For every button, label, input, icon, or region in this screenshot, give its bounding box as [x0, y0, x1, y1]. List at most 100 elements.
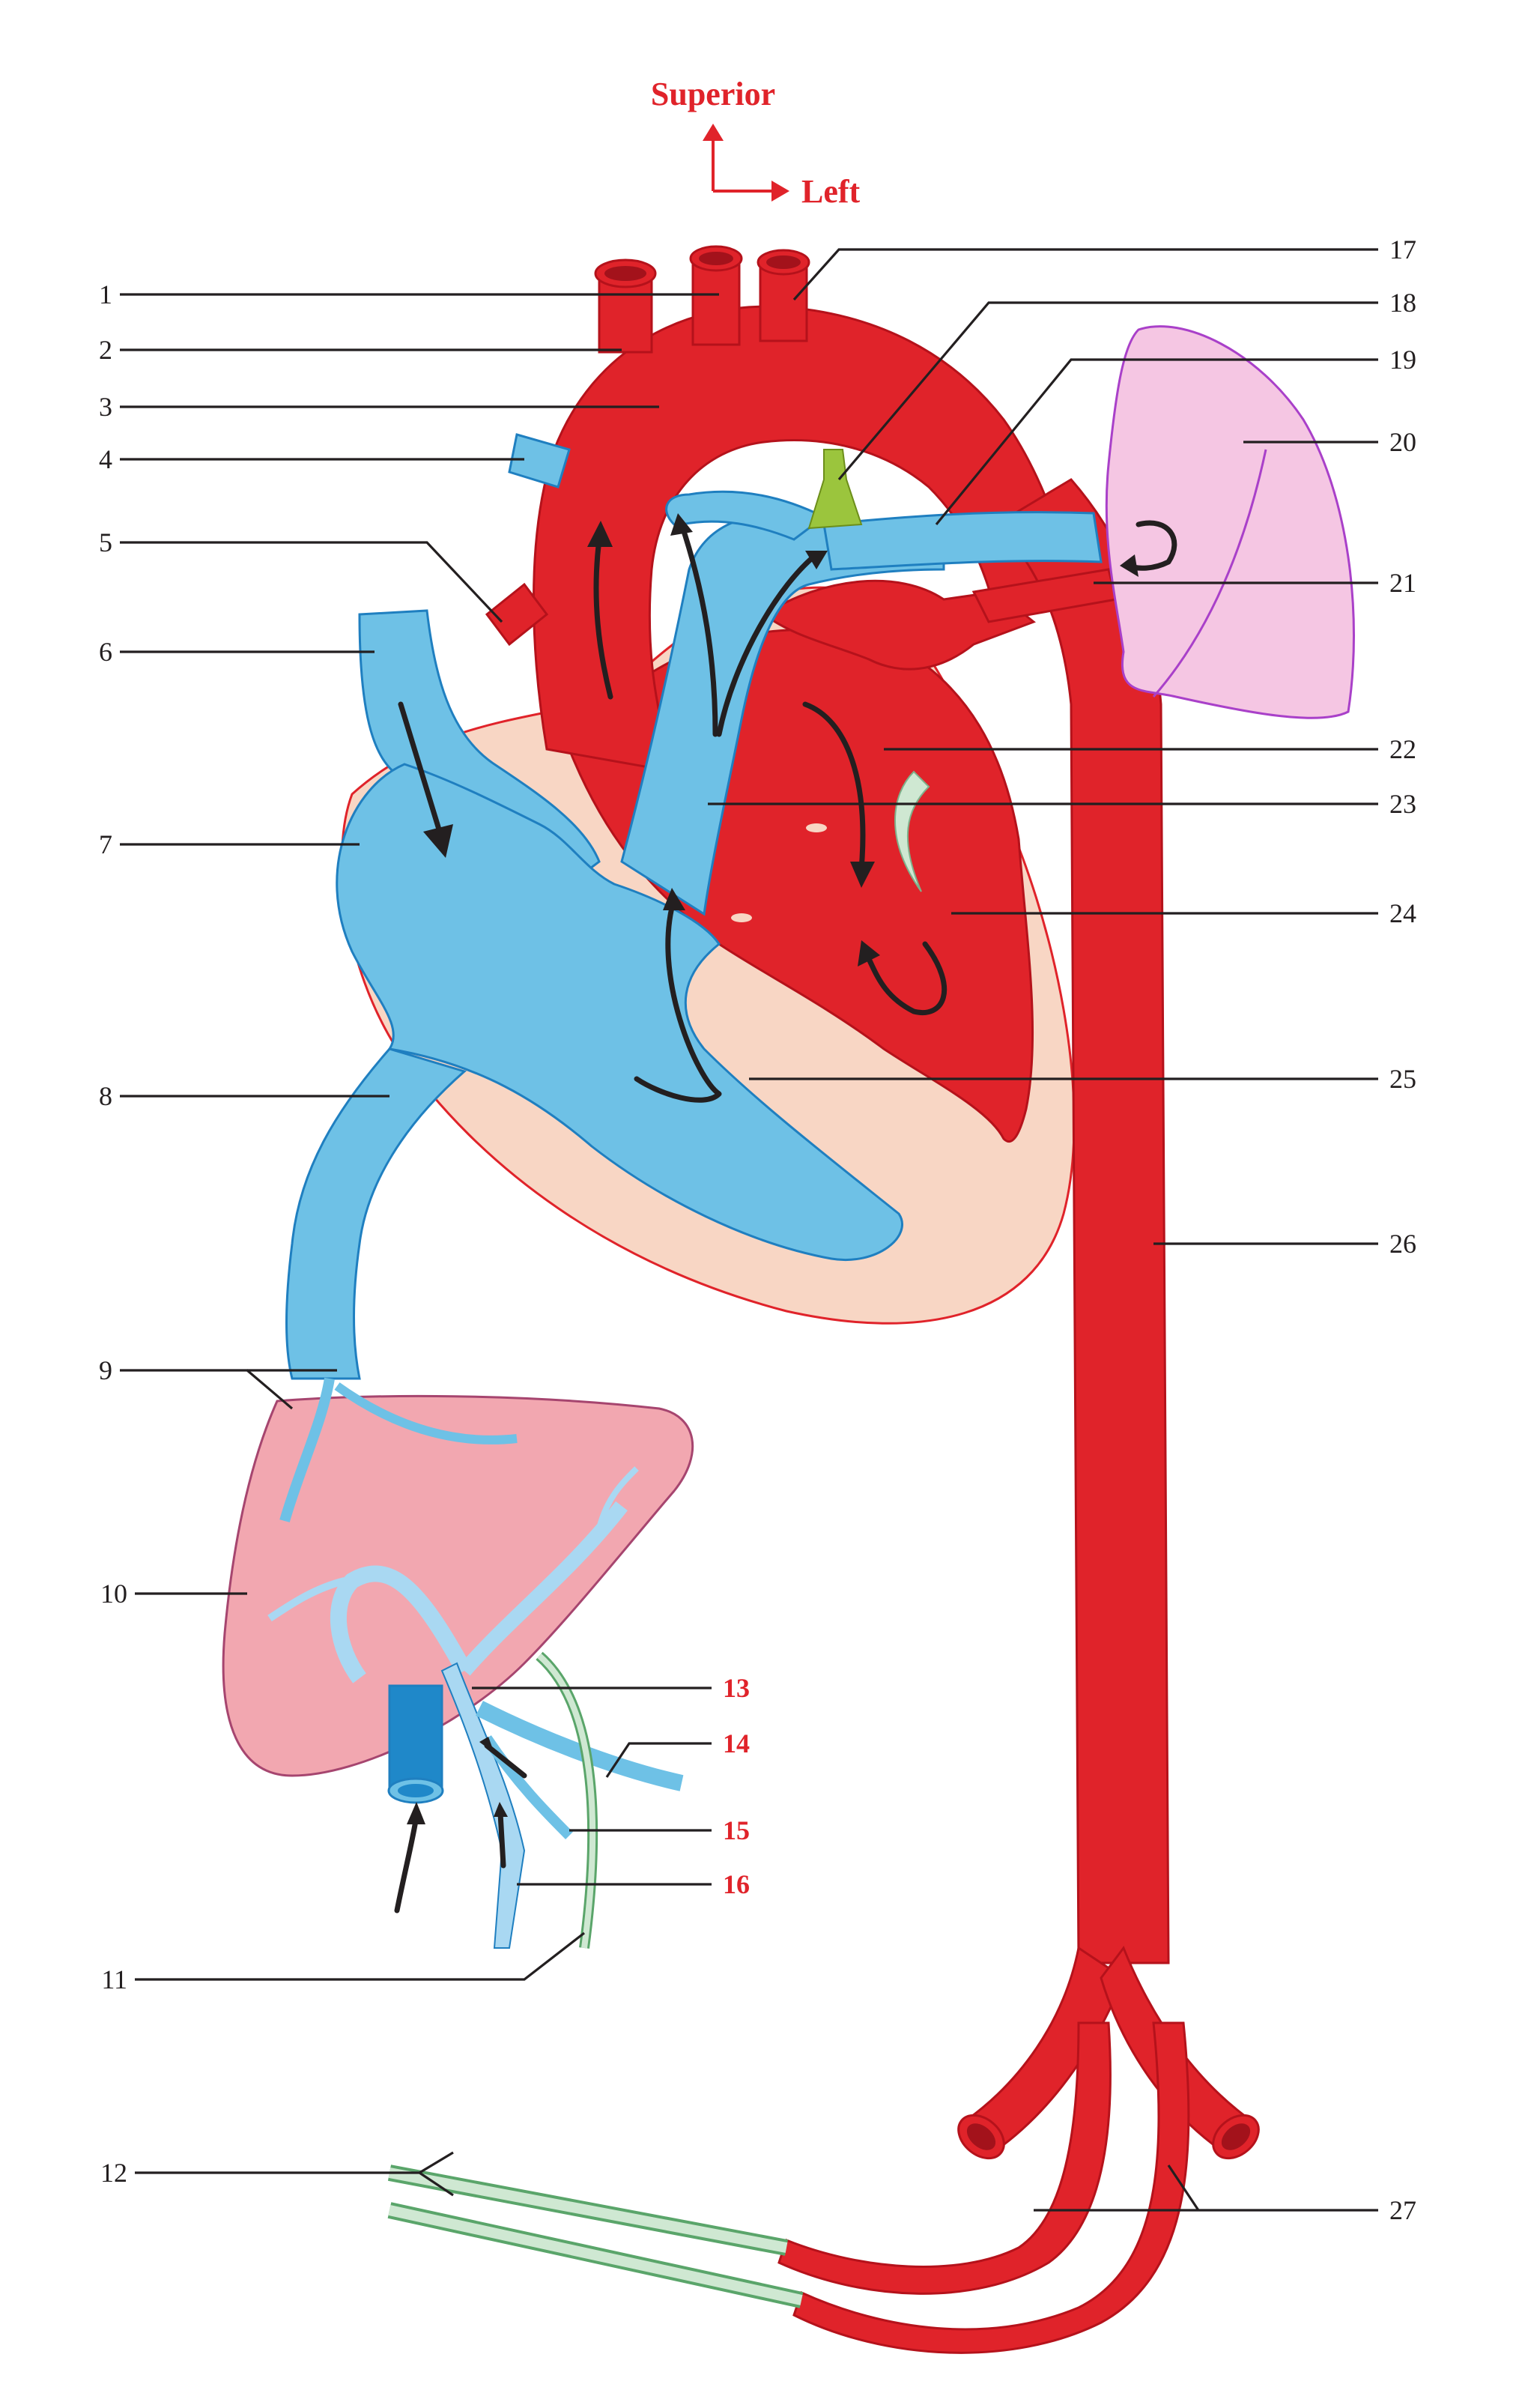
vessel-lumen	[966, 2123, 996, 2150]
inferior-vena-cava	[285, 1047, 467, 1380]
valve-mark	[806, 823, 827, 832]
leader-line	[120, 541, 503, 623]
label-10: 10	[100, 1579, 127, 1609]
umbilical-cord-tube-inner	[388, 2167, 788, 2253]
portal-vein	[476, 1701, 684, 1791]
flow-arrow	[593, 536, 613, 700]
label-7: 7	[99, 829, 112, 859]
leader-line	[135, 1931, 585, 1981]
portal-vein-branch	[330, 1565, 472, 1684]
flow-arrowhead	[805, 551, 828, 569]
left-arrowhead	[771, 181, 789, 202]
left-pulmonary-artery	[822, 511, 1103, 571]
right-atrium-and-ventricle	[336, 763, 903, 1261]
label-19: 19	[1389, 345, 1416, 375]
label-15: 15	[723, 1815, 750, 1845]
label-26: 26	[1389, 1229, 1416, 1259]
flow-arrow	[1124, 520, 1177, 571]
leader-line	[419, 2171, 454, 2197]
leader-line	[837, 301, 1378, 481]
leader-line	[419, 2151, 454, 2174]
ivc-lower	[388, 1684, 443, 1792]
superior-arrowhead	[703, 124, 724, 141]
label-12: 12	[100, 2158, 127, 2188]
leader-line	[935, 358, 1378, 526]
label-11: 11	[101, 1964, 127, 1994]
aortic-stub	[485, 582, 549, 647]
flow-arrowhead	[850, 862, 875, 888]
label-17: 17	[1389, 235, 1416, 264]
right-pulmonary-artery	[665, 490, 826, 541]
leader-line	[1167, 2165, 1200, 2211]
label-2: 2	[99, 335, 112, 365]
left-atrium	[762, 579, 1036, 671]
ductus-arteriosus	[807, 449, 863, 530]
label-18: 18	[1389, 288, 1416, 318]
mitral-valve	[894, 770, 930, 892]
orientation-superior-label: Superior	[651, 76, 775, 112]
label-27: 27	[1389, 2195, 1416, 2225]
flow-arrow	[866, 941, 948, 1015]
label-23: 23	[1389, 789, 1416, 819]
valve-mark	[731, 913, 752, 922]
label-22: 22	[1389, 734, 1416, 764]
vessel-lumen	[1221, 2123, 1251, 2150]
label-1: 1	[99, 279, 112, 309]
label-24: 24	[1389, 898, 1416, 928]
vessel-lumen	[699, 252, 733, 265]
leader-line	[605, 1742, 712, 1778]
orientation-compass: Superior Left	[651, 76, 861, 210]
vessel-lumen	[604, 266, 646, 281]
label-14: 14	[723, 1728, 750, 1758]
label-3: 3	[99, 392, 112, 422]
flow-arrowhead	[407, 1802, 425, 1824]
vessel-lumen	[398, 1784, 434, 1797]
hepatic-vein-branch	[279, 1377, 335, 1522]
label-21: 21	[1389, 568, 1416, 598]
label-9: 9	[99, 1355, 112, 1385]
flow-arrow	[394, 1818, 419, 1914]
flow-arrow	[802, 701, 866, 872]
portal-branch	[596, 1466, 639, 1529]
lung-fissure	[1152, 449, 1267, 698]
label-4: 4	[99, 444, 112, 474]
number-labels: 1 2 3 4 5 6 7 8 9 10 11 12 13 14 15 16 1…	[99, 235, 1416, 2225]
label-13: 13	[723, 1673, 750, 1703]
hepatic-vein-branch	[334, 1382, 518, 1445]
vessel-lumen	[766, 255, 801, 269]
orientation-left-label: Left	[801, 173, 861, 210]
umbilical-vein-to-liver	[440, 1662, 526, 1949]
portal-branch	[267, 1577, 346, 1622]
flow-arrowhead	[587, 521, 613, 547]
flow-arrowhead	[479, 1737, 494, 1753]
label-6: 6	[99, 637, 112, 667]
round-ligament	[536, 1651, 598, 1949]
flow-arrow	[497, 1810, 506, 1869]
umbilical-artery-lower	[792, 2021, 1190, 2354]
flow-arrowhead	[663, 888, 685, 910]
ductus-venosus	[458, 1501, 628, 1676]
label-5: 5	[99, 527, 112, 557]
flow-arrow	[679, 521, 718, 737]
label-16: 16	[723, 1869, 750, 1899]
label-8: 8	[99, 1081, 112, 1111]
left-lung	[1105, 325, 1355, 719]
flow-arrowhead	[423, 824, 453, 858]
flow-arrowhead	[858, 940, 880, 966]
label-20: 20	[1389, 427, 1416, 457]
flow-arrow	[716, 551, 819, 737]
flow-arrowhead	[1120, 554, 1139, 577]
umbilical-artery-upper	[777, 2021, 1112, 2295]
flow-arrowhead	[670, 513, 693, 536]
liver	[222, 1394, 694, 1777]
flow-arrowhead	[494, 1802, 508, 1817]
leader-lines	[120, 248, 1378, 2212]
round-ligament-inner	[537, 1653, 596, 1949]
leader-line	[120, 1369, 294, 1410]
label-25: 25	[1389, 1064, 1416, 1094]
leader-line	[792, 248, 1378, 301]
umbilical-cord-tube-inner	[388, 2205, 803, 2305]
flow-arrow	[634, 896, 722, 1103]
